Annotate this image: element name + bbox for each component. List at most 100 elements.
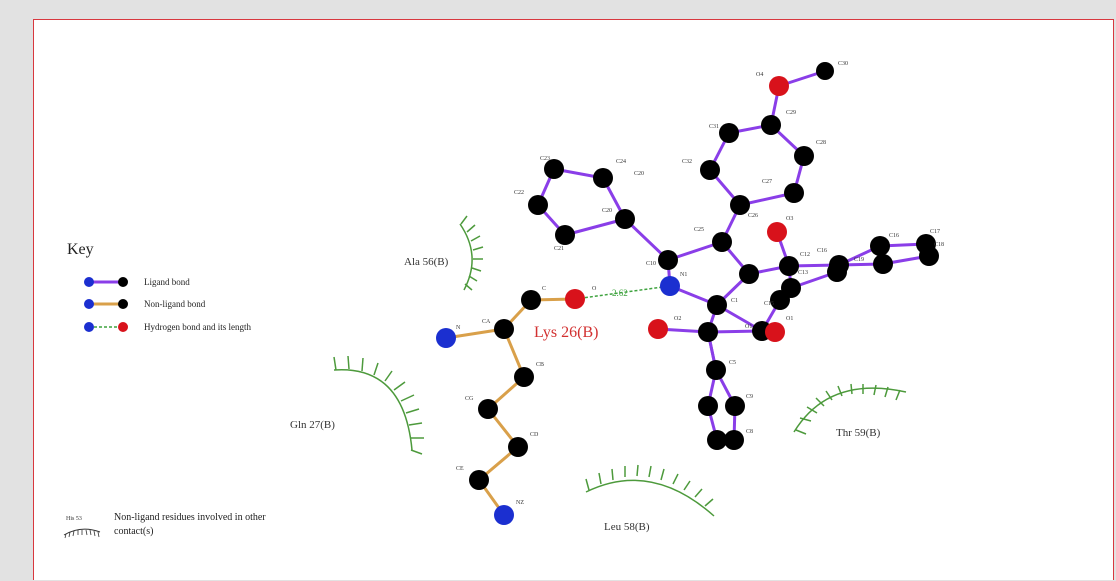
atom-label: O1 xyxy=(786,316,793,322)
ligplot-diagram: Key Ligand bond Non-ligand bond Hydrogen… xyxy=(63,61,944,539)
residue-label-thr59: Thr 59(B) xyxy=(836,427,881,439)
atom-c28 xyxy=(794,146,814,166)
atom-label: N xyxy=(456,325,461,331)
residue-label-leu58: Leu 58(B) xyxy=(604,521,650,533)
atom-lys-cg xyxy=(478,399,498,419)
atom-lys-ca xyxy=(494,319,514,339)
key-nitrogen-atom xyxy=(84,299,94,309)
atom-label: CG xyxy=(465,396,474,402)
atom-lys-nz xyxy=(494,505,514,525)
atom-label: C30 xyxy=(838,61,848,67)
atom-label: C19 xyxy=(854,257,864,263)
atom-label: C17 xyxy=(930,229,940,235)
residue-label-lys26: Lys 26(B) xyxy=(534,324,598,341)
atom-c17 xyxy=(870,236,890,256)
atom-c13 xyxy=(827,262,847,282)
residue-label-ala56: Ala 56(B) xyxy=(404,256,449,268)
residue-arc-gln27 xyxy=(333,355,424,455)
atom-label: C23 xyxy=(540,156,550,162)
key-title: Key xyxy=(67,241,94,258)
hbond-length-label: 2.62 xyxy=(612,288,628,298)
atom-c8 xyxy=(724,430,744,450)
residue-arc-thr59 xyxy=(793,383,907,435)
atom-c10 xyxy=(739,264,759,284)
key-nitrogen-atom xyxy=(84,322,94,332)
key-non-ligand-bond-label: Non-ligand bond xyxy=(144,299,206,309)
key-oxygen-atom xyxy=(118,322,128,332)
residue-arc-ala56 xyxy=(459,215,484,291)
atom-label: C22 xyxy=(514,190,524,196)
atom-label: C16 xyxy=(817,248,827,254)
atom-label: CA xyxy=(482,319,491,325)
atom-c6 xyxy=(698,396,718,416)
atom-label: C15 xyxy=(764,301,774,307)
atom-n1 xyxy=(660,276,680,296)
atom-label: CB xyxy=(536,362,544,368)
atom-c15 xyxy=(873,254,893,274)
atom-lys-c xyxy=(521,290,541,310)
key-carbon-atom xyxy=(118,277,128,287)
atom-c14 xyxy=(770,290,790,310)
atom-c27 xyxy=(784,183,804,203)
atom-label: O2 xyxy=(674,316,681,322)
atom-label: C5 xyxy=(729,360,736,366)
atom-c2 xyxy=(698,322,718,342)
key-residue-example-label: His 53 xyxy=(66,516,82,522)
atom-o3 xyxy=(767,222,787,242)
atom-label: CD xyxy=(530,432,539,438)
atom-c25 xyxy=(712,232,732,252)
atom-c31 xyxy=(719,123,739,143)
key-ligand-bond-label: Ligand bond xyxy=(144,277,190,287)
hbond-lys26-n1: 2.62 xyxy=(574,285,671,300)
atom-label: C24 xyxy=(616,159,626,165)
residue-arc-leu58 xyxy=(585,464,715,517)
atom-label: C25 xyxy=(694,227,704,233)
atom-label: O xyxy=(592,286,597,292)
key-carbon-atom xyxy=(118,299,128,309)
atom-label: C xyxy=(542,286,546,292)
atom-label: C20 xyxy=(602,208,612,214)
key-residue-text-line2: contact(s) xyxy=(114,526,153,537)
atom-o2 xyxy=(648,319,668,339)
atom-label: C31 xyxy=(709,124,719,130)
atom-label: N1 xyxy=(680,272,687,278)
atom-c7 xyxy=(707,430,727,450)
atom-label: C18 xyxy=(934,242,944,248)
atom-o4 xyxy=(769,76,789,96)
lys-atoms xyxy=(436,289,585,525)
atom-c11 xyxy=(779,256,799,276)
atom-c1 xyxy=(707,295,727,315)
atom-c29 xyxy=(761,115,781,135)
atom-label: C28 xyxy=(816,140,826,146)
key-panel: Key Ligand bond Non-ligand bond Hydrogen… xyxy=(63,241,266,539)
atom-label: C32 xyxy=(682,159,692,165)
atom-label: C9 xyxy=(746,394,753,400)
atom-c21 xyxy=(593,168,613,188)
atom-c19 xyxy=(919,246,939,266)
atom-lys-ce xyxy=(469,470,489,490)
diagram-frame: Key Ligand bond Non-ligand bond Hydrogen… xyxy=(33,19,1114,580)
atom-c32 xyxy=(700,160,720,180)
atom-label: C21 xyxy=(554,246,564,252)
atom-c20 xyxy=(555,225,575,245)
atom-o1 xyxy=(765,322,785,342)
atom-label: C8 xyxy=(746,429,753,435)
key-hbond-label: Hydrogen bond and its length xyxy=(144,322,251,332)
atom-label: CE xyxy=(456,466,464,472)
atom-label: C13 xyxy=(798,270,808,276)
atom-label: C1 xyxy=(731,298,738,304)
atom-label: NZ xyxy=(516,500,524,506)
atom-c23 xyxy=(544,159,564,179)
atom-label: C20 xyxy=(634,171,644,177)
atom-label: O3 xyxy=(786,216,793,222)
atom-label: C10 xyxy=(646,261,656,267)
atom-label: O1 xyxy=(745,324,752,330)
atom-label: C26 xyxy=(748,213,758,219)
atom-labels: C30 O4 C29 C31 C28 C32 C27 C26 C25 O3 C2… xyxy=(456,61,944,506)
atom-label: C29 xyxy=(786,110,796,116)
atom-c26 xyxy=(730,195,750,215)
atom-c9 xyxy=(725,396,745,416)
atom-lys-o xyxy=(565,289,585,309)
residue-label-gln27: Gln 27(B) xyxy=(290,419,335,431)
atom-label: C27 xyxy=(762,179,772,185)
